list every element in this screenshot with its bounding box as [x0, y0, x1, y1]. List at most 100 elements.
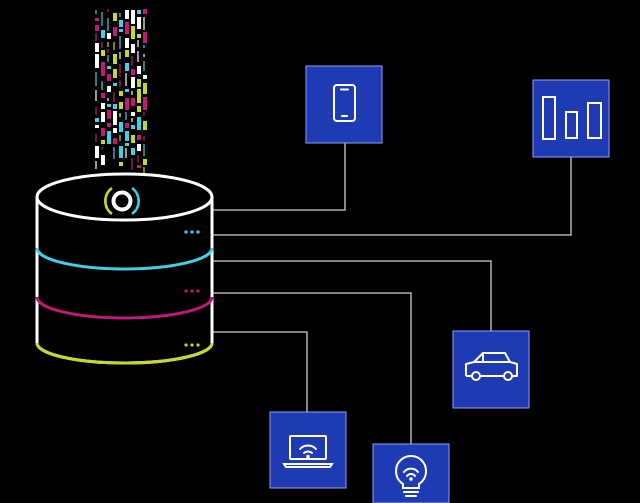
data-bit [107, 86, 111, 92]
data-bit [95, 118, 99, 122]
data-bit [131, 98, 135, 106]
data-bit [101, 12, 103, 26]
bar-chart-icon [542, 96, 602, 140]
node-laptop [269, 411, 347, 489]
laptop-wifi-icon [282, 435, 334, 468]
data-bit [137, 165, 141, 168]
data-bit [131, 148, 135, 155]
hub-top [35, 172, 214, 222]
data-bit [95, 43, 99, 52]
data-bit [101, 81, 103, 90]
data-bit [113, 128, 117, 133]
car-icon [465, 352, 518, 381]
data-bit [125, 143, 129, 146]
data-bit [137, 34, 141, 38]
data-bit [131, 125, 135, 129]
data-bit [113, 42, 115, 50]
connector-smartphone [212, 143, 346, 211]
data-bit [101, 50, 105, 56]
data-bit [143, 136, 145, 141]
data-bit [101, 128, 105, 136]
data-bit [119, 29, 123, 32]
data-bit [137, 10, 141, 14]
data-bit [95, 18, 99, 21]
data-bit [125, 89, 129, 92]
data-bit [125, 38, 129, 48]
data-bit [107, 33, 111, 39]
data-bit [107, 49, 109, 53]
data-bit [125, 112, 127, 120]
data-bit [119, 135, 121, 141]
data-bit [125, 98, 129, 110]
data-bit [125, 22, 129, 34]
data-bit [119, 122, 123, 132]
data-bit [107, 131, 111, 144]
data-bit [107, 66, 111, 69]
data-bit [137, 144, 141, 151]
data-bit [143, 97, 147, 110]
hub-body [35, 197, 214, 365]
data-bit [107, 55, 109, 62]
data-bit [119, 13, 121, 17]
data-bit [107, 123, 111, 127]
data-bit [125, 63, 129, 71]
data-bit [107, 74, 111, 81]
data-bit [143, 83, 147, 94]
data-bit [113, 83, 117, 86]
data-bit [131, 77, 135, 88]
data-bit [131, 69, 135, 75]
data-bit [125, 50, 129, 57]
data-bit [125, 123, 129, 128]
hub-logo-icon [104, 186, 140, 216]
data-bit [143, 61, 145, 71]
data-bit [137, 89, 141, 103]
data-bit [95, 33, 97, 41]
data-bit [143, 121, 147, 130]
data-bit [119, 91, 123, 96]
data-bit [95, 10, 97, 14]
data-bit [131, 118, 133, 122]
data-bit [119, 52, 121, 59]
connector-lines [212, 143, 572, 444]
data-bit [95, 134, 97, 142]
connector-car [212, 260, 492, 331]
database-hub [35, 172, 214, 365]
data-bit [131, 44, 135, 53]
data-bit [113, 69, 117, 78]
data-bit [131, 112, 135, 116]
data-bit [131, 10, 135, 24]
data-bit [137, 79, 141, 87]
data-bit [113, 27, 117, 36]
data-bit [137, 155, 139, 162]
data-bit [113, 111, 117, 125]
data-bit [101, 93, 105, 98]
data-bit [137, 135, 141, 140]
data-bit [113, 104, 117, 109]
data-bit [95, 107, 97, 115]
connector-analytics [212, 157, 572, 236]
data-bit [143, 159, 147, 165]
data-bit [143, 75, 147, 79]
node-car [452, 330, 530, 409]
data-bit [95, 54, 99, 68]
data-bit [113, 147, 115, 159]
data-bit [113, 92, 115, 102]
data-bit [95, 90, 97, 101]
data-bit [101, 30, 105, 38]
data-bit [107, 98, 109, 101]
data-bit [143, 112, 145, 116]
data-bit [125, 73, 127, 86]
data-bit [137, 106, 141, 112]
data-bit [131, 91, 133, 95]
data-bit [137, 40, 139, 47]
data-bit [95, 161, 97, 169]
data-bit [119, 146, 123, 158]
data-bit [137, 51, 139, 62]
data-bit [95, 146, 99, 158]
data-bit [119, 64, 121, 77]
data-bit [143, 17, 145, 30]
data-bit [101, 112, 105, 122]
data-bit [119, 36, 121, 49]
data-bit [143, 167, 145, 173]
